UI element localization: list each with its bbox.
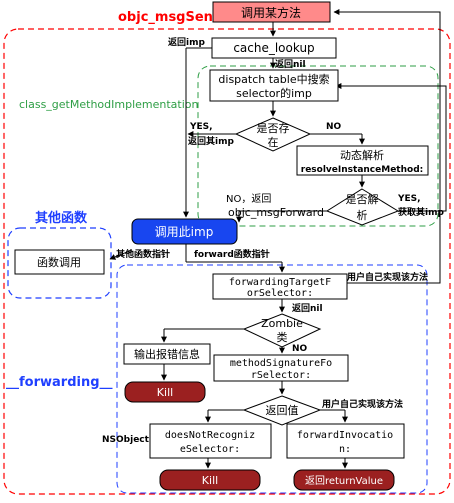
- fwd-inv-line-2: n:: [339, 444, 351, 455]
- label-user-impl-2: 用户自己实现该方法: [321, 398, 403, 410]
- resolved-decision[interactable]: 是否解 析: [325, 188, 400, 226]
- kill-node-2[interactable]: Kill: [159, 469, 261, 491]
- label-nsobject: NSObject: [102, 435, 150, 445]
- resolved-line-1: 是否解: [346, 192, 379, 206]
- exists-line-2: 在: [268, 136, 279, 149]
- return-result-node[interactable]: 返回returnValue: [293, 469, 395, 491]
- dispatch-line-1: dispatch table中搜索: [218, 72, 329, 86]
- log-error-label: 输出报错信息: [134, 347, 200, 361]
- label-yes-get-imp-2: 获取其imp: [398, 206, 444, 218]
- label-return-nil-1: 返回nil: [275, 58, 306, 70]
- label-no-return: NO，返回: [226, 193, 271, 205]
- arrow-fwd-target-user-loop: [333, 9, 441, 284]
- dynamic-line-1: 动态解析: [340, 148, 384, 162]
- label-yes-return-imp-1: YES,: [189, 122, 213, 132]
- zombie-line-1: Zombie: [261, 317, 303, 330]
- other-func-region: [7, 227, 112, 299]
- call-method-label: 调用某方法: [241, 5, 301, 20]
- forwarding-region: [116, 264, 428, 494]
- dnr-line-2: eSelector:: [180, 444, 240, 455]
- arrow-imp-to-func: [109, 249, 133, 260]
- method-sig-line-2: rSelector:: [251, 370, 311, 381]
- cache-lookup-label: cache_lookup: [233, 41, 314, 55]
- cache-lookup-node[interactable]: cache_lookup: [211, 37, 337, 59]
- label-no-2: NO: [292, 344, 308, 354]
- label-user-impl-1: 用户自己实现该方法: [346, 271, 428, 283]
- label-other-func-ptr: 其他函数指针: [116, 248, 170, 260]
- arrow-resolved-yes-loop: [335, 83, 447, 212]
- exists-line-1: 是否存: [257, 121, 290, 135]
- label-yes-return-imp-2: 返回其imp: [188, 135, 234, 147]
- zombie-decision[interactable]: Zombie 类: [242, 313, 322, 348]
- label-forward-func-ptr: forward函数指针: [194, 248, 270, 260]
- label-no-1: NO: [326, 122, 342, 132]
- forwarding-title: __forwarding__: [6, 375, 113, 390]
- kill-1-label: Kill: [157, 386, 173, 399]
- label-return-nil-2: 返回nil: [292, 302, 323, 314]
- fwd-inv-line-1: forwardInvocatio: [297, 430, 393, 441]
- forwarding-target-node[interactable]: forwardingTargetF orSelector:: [212, 273, 348, 300]
- method-sig-line-1: methodSignatureFo: [230, 358, 332, 369]
- other-func-title: 其他函数: [35, 210, 88, 226]
- kill-node-1[interactable]: Kill: [124, 381, 206, 403]
- return-result-label: 返回returnValue: [305, 475, 383, 487]
- fwd-target-line-2: orSelector:: [247, 288, 313, 299]
- zombie-line-2: 类: [277, 330, 288, 344]
- return-value-label: 返回值: [266, 404, 299, 417]
- dnr-line-1: doesNotRecogniz: [165, 430, 255, 441]
- func-call-label: 函数调用: [37, 256, 81, 269]
- label-objc-msgforward: objc_msgForward: [228, 206, 324, 219]
- return-value-decision[interactable]: 返回值: [242, 395, 322, 426]
- call-method-node[interactable]: 调用某方法: [212, 1, 331, 23]
- exists-decision[interactable]: 是否存 在: [234, 117, 312, 152]
- resolved-line-2: 析: [357, 208, 368, 222]
- fwd-target-line-1: forwardingTargetF: [229, 277, 331, 288]
- log-error-node[interactable]: 输出报错信息: [123, 343, 211, 365]
- kill-2-label: Kill: [202, 474, 218, 487]
- label-return-imp: 返回imp: [168, 36, 205, 48]
- method-impl-region: [197, 65, 439, 227]
- msgsend-title: objc_msgSend: [118, 10, 222, 25]
- dynamic-line-2: resolveInstanceMethod:: [301, 165, 423, 175]
- dynamic-resolve-node[interactable]: 动态解析 resolveInstanceMethod:: [296, 145, 429, 176]
- func-call-node[interactable]: 函数调用: [14, 249, 105, 275]
- dispatch-table-node[interactable]: dispatch table中搜索 selector的imp: [209, 69, 339, 102]
- forward-invocation-node[interactable]: forwardInvocatio n:: [286, 423, 405, 459]
- method-signature-node[interactable]: methodSignatureFo rSelector:: [213, 354, 349, 382]
- label-yes-get-imp-1: YES,: [397, 194, 421, 204]
- method-impl-title: class_getMethodImplementation: [19, 98, 198, 111]
- dispatch-line-2: selector的imp: [236, 86, 312, 100]
- call-imp-label: 调用此imp: [155, 225, 214, 239]
- call-imp-node[interactable]: 调用此imp: [131, 218, 238, 245]
- does-not-recognize-node[interactable]: doesNotRecogniz eSelector:: [149, 423, 272, 459]
